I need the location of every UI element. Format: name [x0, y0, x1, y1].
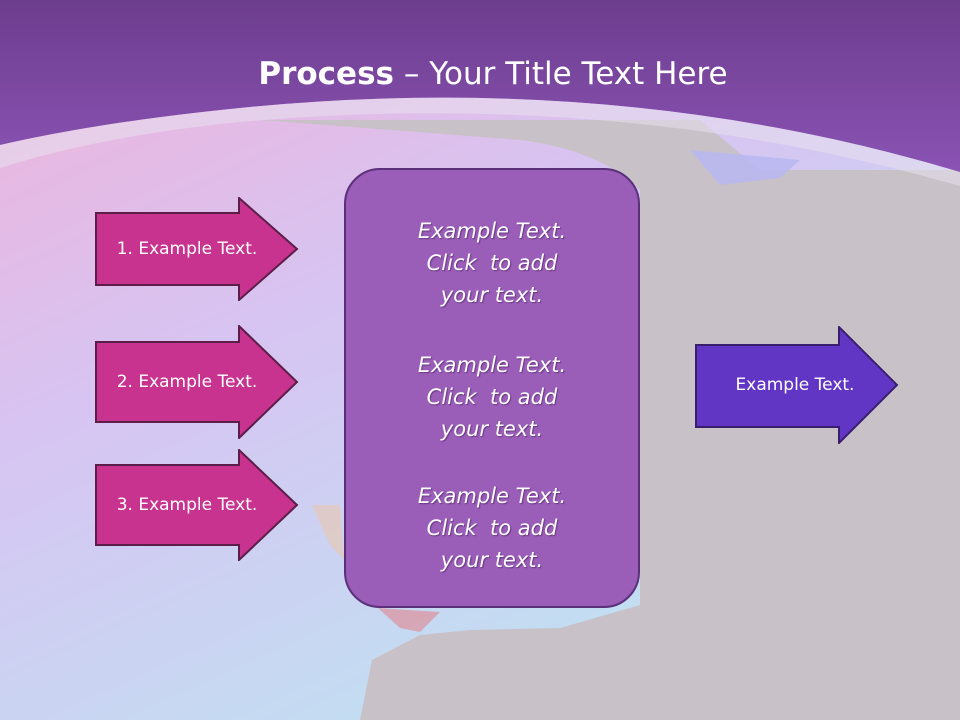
slide-title: Process – Your Title Text Here — [0, 52, 960, 96]
center-line: your text. — [440, 548, 544, 572]
step-arrow-1[interactable]: 1. Example Text. — [95, 197, 299, 301]
center-line: Click to add — [426, 385, 558, 409]
center-item-1: Example Text. Click to add your text. — [346, 215, 638, 311]
title-rest: – Your Title Text Here — [394, 56, 728, 92]
center-line: Example Text. — [417, 219, 567, 243]
step-label: 3. Example Text. — [116, 495, 258, 515]
result-label: Example Text. — [735, 375, 855, 395]
arrow-shape — [95, 197, 299, 301]
title-bold: Process — [258, 56, 394, 92]
result-arrow[interactable]: Example Text. — [695, 326, 899, 444]
center-line: your text. — [440, 283, 544, 307]
center-item-3: Example Text. Click to add your text. — [346, 480, 638, 576]
arrow-shape — [695, 326, 899, 444]
center-text-box[interactable]: Example Text. Click to add your text. Ex… — [344, 168, 640, 608]
center-item-2: Example Text. Click to add your text. — [346, 349, 638, 445]
arrow-shape — [95, 325, 299, 439]
center-line: Click to add — [426, 516, 558, 540]
center-line: Click to add — [426, 251, 558, 275]
center-line: Example Text. — [417, 353, 567, 377]
step-arrow-2[interactable]: 2. Example Text. — [95, 325, 299, 439]
step-label: 2. Example Text. — [116, 372, 258, 392]
center-line: Example Text. — [417, 484, 567, 508]
center-line: your text. — [440, 417, 544, 441]
arrow-shape — [95, 449, 299, 561]
step-arrow-3[interactable]: 3. Example Text. — [95, 449, 299, 561]
step-label: 1. Example Text. — [116, 239, 258, 259]
